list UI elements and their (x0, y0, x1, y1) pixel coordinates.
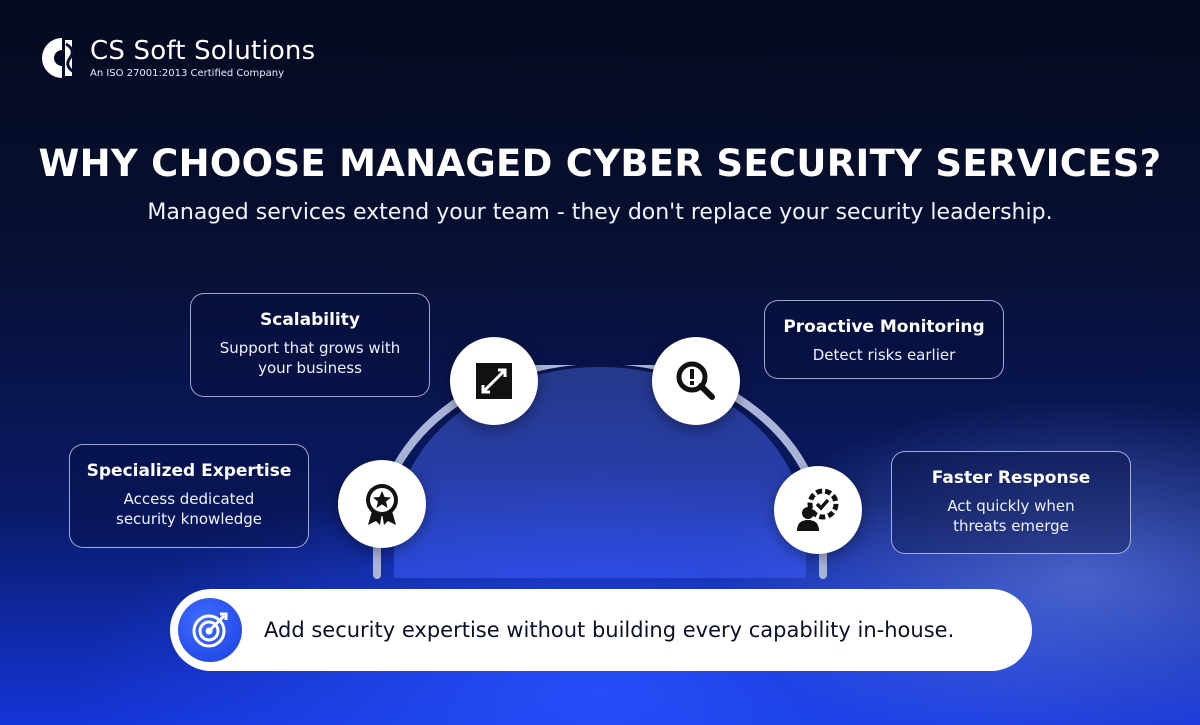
brand-name: CS Soft Solutions (90, 36, 316, 66)
brand-logo: CS Soft Solutions An ISO 27001:2013 Cert… (42, 36, 315, 80)
feature-title: Proactive Monitoring (783, 317, 985, 337)
feature-title: Faster Response (931, 468, 1091, 488)
expand-arrows-icon (450, 337, 538, 425)
feature-desc-line: Support that grows with (219, 339, 401, 357)
feature-desc-line: your business (258, 359, 362, 377)
brand-tagline: An ISO 27001:2013 Certified Company (90, 68, 285, 79)
target-arrow-icon (178, 598, 242, 662)
feature-card-specialized-expertise: Specialized Expertise Access dedicated s… (69, 444, 309, 548)
feature-desc-line: Act quickly when (947, 497, 1075, 515)
feature-title: Specialized Expertise (86, 461, 292, 481)
banner-text: Add security expertise without building … (264, 618, 955, 642)
feature-desc-line: Access dedicated (123, 490, 255, 508)
arch-graphic (373, 365, 827, 579)
page-title: WHY CHOOSE MANAGED CYBER SECURITY SERVIC… (38, 142, 1162, 185)
feature-desc-line: Detect risks earlier (812, 346, 956, 364)
page-subtitle: Managed services extend your team - they… (147, 200, 1053, 225)
search-alert-icon (652, 337, 740, 425)
feature-card-proactive-monitoring: Proactive Monitoring Detect risks earlie… (764, 300, 1004, 379)
bottom-banner: Add security expertise without building … (170, 589, 1032, 671)
feature-desc-line: threats emerge (953, 517, 1069, 535)
user-gear-check-icon (774, 466, 862, 554)
feature-title: Scalability (260, 310, 360, 330)
award-badge-icon (338, 460, 426, 548)
feature-card-faster-response: Faster Response Act quickly when threats… (891, 451, 1131, 554)
feature-desc-line: security knowledge (116, 510, 262, 528)
cs-logo-icon (42, 36, 82, 80)
feature-card-scalability: Scalability Support that grows with your… (190, 293, 430, 397)
